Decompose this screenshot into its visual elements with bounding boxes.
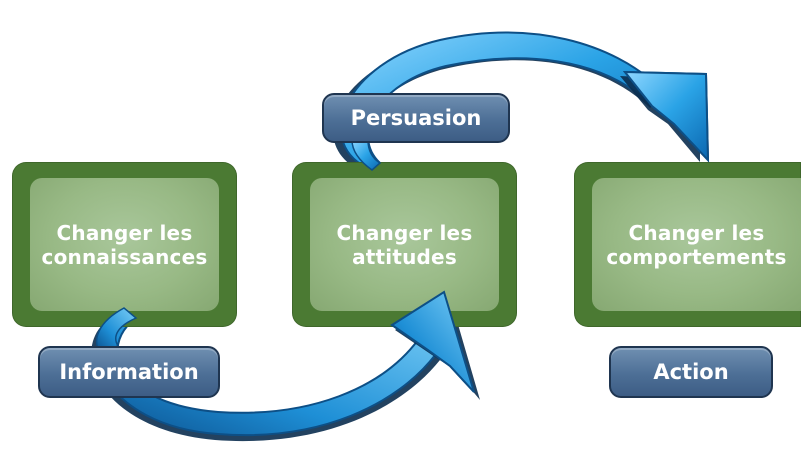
- action-label: Action: [609, 346, 773, 398]
- box-connaissances-inner: Changer les connaissances: [30, 178, 219, 311]
- box-comportements: Changer les comportements: [574, 162, 801, 327]
- box-comportements-line1: Changer les: [628, 220, 765, 245]
- box-attitudes-inner: Changer les attitudes: [310, 178, 499, 311]
- persuasion-label: Persuasion: [322, 93, 510, 143]
- box-comportements-text: Changer les comportements: [606, 221, 786, 269]
- box-comportements-line2: comportements: [606, 244, 787, 269]
- box-connaissances: Changer les connaissances: [12, 162, 237, 327]
- box-attitudes-text: Changer les attitudes: [337, 221, 473, 269]
- box-attitudes-line2: attitudes: [352, 244, 457, 269]
- box-attitudes: Changer les attitudes: [292, 162, 517, 327]
- box-connaissances-text: Changer les connaissances: [42, 221, 208, 269]
- box-connaissances-line2: connaissances: [41, 244, 208, 269]
- box-attitudes-line1: Changer les: [336, 220, 473, 245]
- box-connaissances-line1: Changer les: [56, 220, 193, 245]
- information-label: Information: [38, 346, 220, 398]
- box-comportements-inner: Changer les comportements: [592, 178, 801, 311]
